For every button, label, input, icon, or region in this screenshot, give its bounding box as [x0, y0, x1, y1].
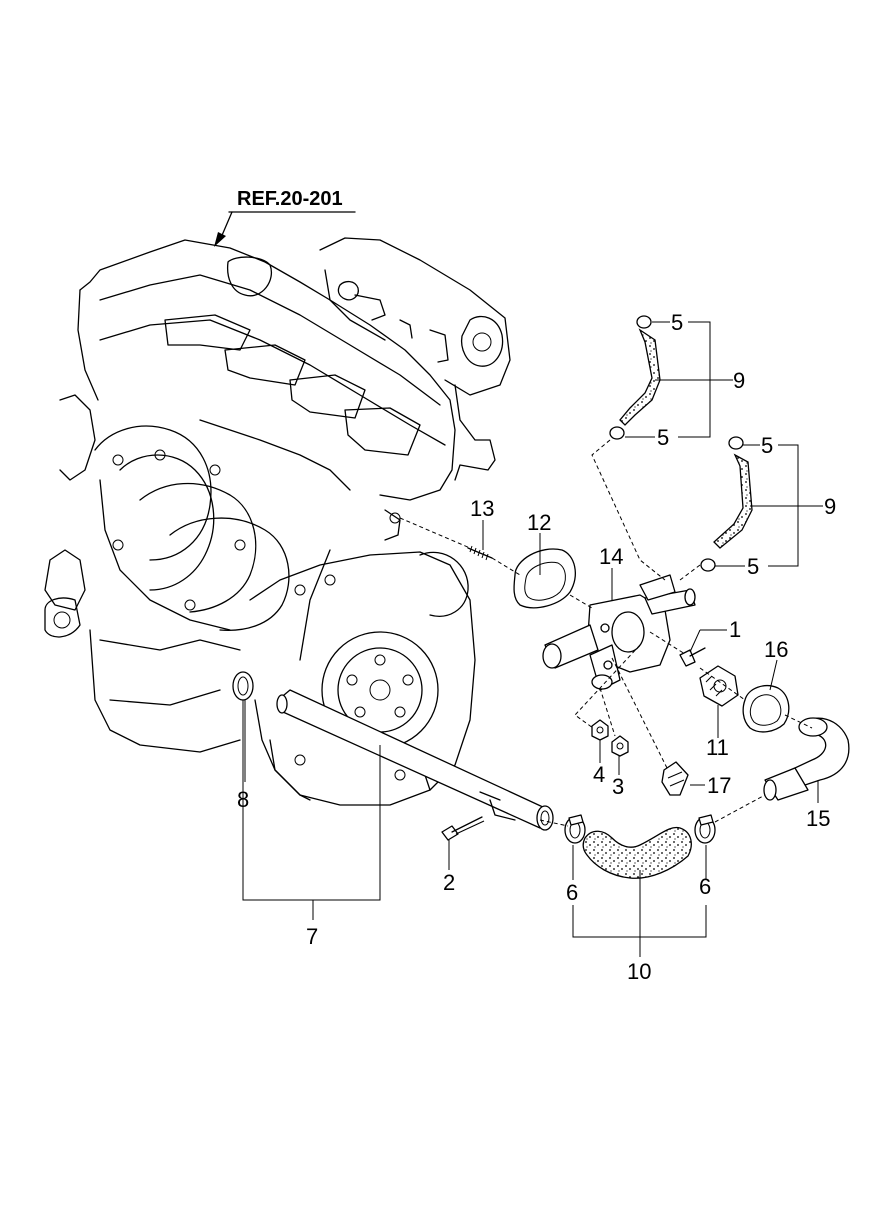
callout-17: 17 [707, 773, 731, 798]
nut-4[interactable] [591, 719, 609, 741]
assembly-lines [399, 439, 813, 827]
upper-hose-9[interactable] [609, 315, 661, 440]
callout-7: 7 [306, 924, 318, 949]
callout-2: 2 [443, 870, 455, 895]
callout-8: 8 [237, 787, 249, 812]
callout-10: 10 [627, 959, 651, 984]
nut-3[interactable] [611, 735, 629, 757]
water-inlet-pipe[interactable] [276, 689, 554, 831]
callout-5-a: 5 [671, 310, 683, 335]
callout-4: 4 [593, 762, 605, 787]
gasket-12[interactable] [513, 548, 576, 609]
thermostat[interactable] [699, 665, 739, 707]
engine-assembly [44, 237, 511, 806]
callout-12: 12 [527, 510, 551, 535]
callout-16: 16 [764, 637, 788, 662]
callout-9-b: 9 [824, 494, 836, 519]
bolt-1[interactable] [679, 647, 706, 667]
bolt-2[interactable] [441, 816, 485, 841]
callout-5-d: 5 [747, 554, 759, 579]
callout-14: 14 [599, 544, 623, 569]
lower-hose-10[interactable] [582, 826, 692, 879]
temperature-sensor[interactable] [661, 761, 689, 796]
stud-13[interactable] [467, 545, 493, 561]
callout-6-a: 6 [566, 880, 578, 905]
gasket-16[interactable] [742, 685, 790, 733]
reference-label[interactable]: REF.20-201 [214, 188, 356, 247]
lower-hose-9[interactable] [700, 436, 753, 572]
callout-13: 13 [470, 496, 494, 521]
callout-1: 1 [729, 617, 741, 642]
water-pipe-15[interactable] [763, 717, 850, 801]
callout-6-b: 6 [699, 874, 711, 899]
callout-15: 15 [806, 806, 830, 831]
callout-11: 11 [706, 735, 729, 760]
hose-clamp-right[interactable] [694, 814, 716, 844]
callout-5-b: 5 [657, 425, 669, 450]
reference-text: REF.20-201 [237, 188, 343, 210]
hose-clamp-left[interactable] [564, 814, 586, 844]
callout-3: 3 [612, 774, 624, 799]
leader-lines [242, 321, 823, 957]
callout-5-c: 5 [761, 433, 773, 458]
callout-numbers: 5 9 5 5 9 5 13 12 14 1 16 11 4 3 17 15 8… [237, 310, 836, 984]
water-outlet-fitting[interactable] [542, 574, 696, 691]
callout-9-a: 9 [733, 368, 745, 393]
o-ring[interactable] [232, 671, 254, 701]
